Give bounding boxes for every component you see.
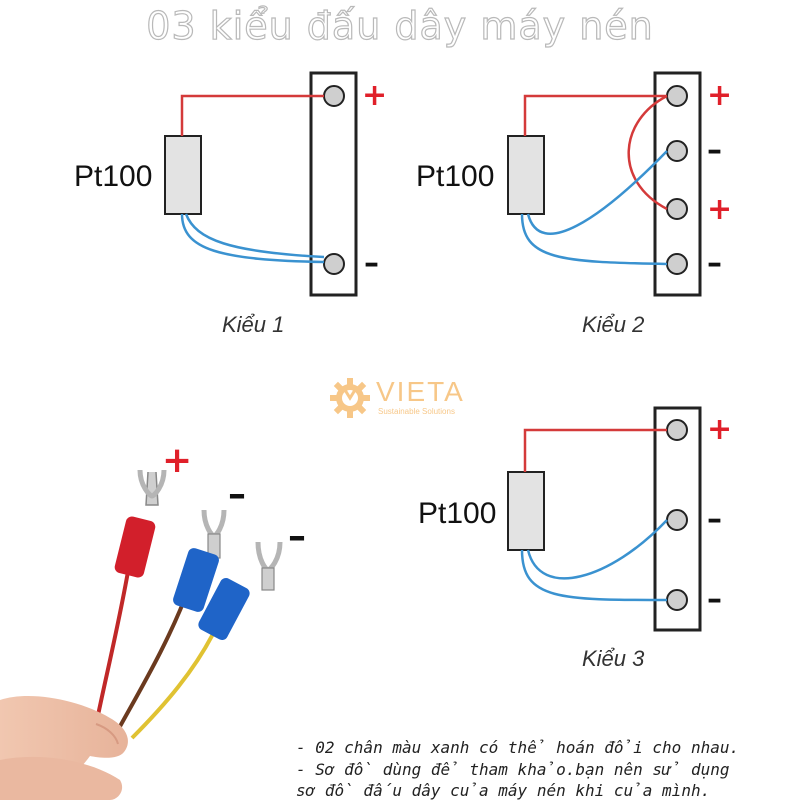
vieta-logo: VIETA Sustainable Solutions — [328, 376, 488, 422]
page-title: 03 kiểu đấu dây máy nén — [146, 3, 654, 48]
terminal — [666, 253, 688, 275]
plus-sign: + — [707, 78, 733, 113]
diagram-3 — [507, 406, 702, 632]
pt100-label: Pt100 — [416, 160, 495, 193]
brown-wire — [116, 584, 192, 731]
diagram-1-caption: Kiểu 1 — [222, 312, 285, 337]
diagram-2-caption: Kiểu 2 — [582, 312, 645, 337]
minus-sign: – — [707, 246, 722, 281]
diagram-2 — [507, 71, 702, 297]
terminal-block — [653, 71, 702, 297]
plus-sign: + — [707, 192, 733, 227]
terminal — [666, 589, 688, 611]
minus-sign: – — [707, 502, 722, 537]
blue-wire — [526, 150, 668, 235]
pt100-sensor — [507, 471, 545, 551]
red-wire — [523, 94, 667, 136]
note-line: - Sơ đồ dùng để tham khảo.bạn nên sử dụn… — [296, 760, 730, 779]
terminal — [666, 509, 688, 531]
gear-icon — [330, 378, 370, 418]
blue-wire — [526, 519, 668, 580]
pt100-sensor — [164, 135, 202, 215]
yellow-wire — [130, 629, 217, 740]
red-terminal — [114, 469, 167, 578]
note-line: - 02 chân màu xanh có thể hoán đổi cho n… — [296, 738, 740, 757]
terminal — [666, 198, 688, 220]
plus-sign: + — [707, 412, 733, 447]
terminal — [323, 85, 345, 107]
note-line: sơ đồ đấu dây của máy nén khi của mình. — [296, 781, 711, 800]
red-bridge-wire — [627, 94, 668, 211]
blue-wire — [184, 213, 325, 259]
blue-wire — [180, 213, 325, 264]
minus-sign: – — [707, 582, 722, 617]
red-wire — [94, 559, 132, 726]
minus-sign: – — [228, 474, 246, 515]
minus-sign: – — [707, 133, 722, 168]
terminal — [323, 253, 345, 275]
minus-sign: – — [288, 516, 306, 557]
terminal — [666, 419, 688, 441]
plus-sign: + — [362, 78, 388, 113]
terminal — [666, 140, 688, 162]
blue-terminal — [173, 509, 227, 612]
diagram-1 — [164, 71, 358, 297]
blue-wire — [520, 549, 668, 602]
pt100-label: Pt100 — [418, 497, 497, 530]
diagram-3-caption: Kiểu 3 — [582, 646, 645, 671]
plus-sign: + — [162, 440, 193, 481]
logo-tagline: Sustainable Solutions — [378, 407, 455, 416]
minus-sign: – — [364, 246, 379, 281]
terminal — [666, 85, 688, 107]
connector-photo — [0, 469, 283, 800]
red-wire — [523, 428, 667, 472]
pt100-label: Pt100 — [74, 160, 153, 193]
hand — [0, 696, 128, 800]
pt100-sensor — [507, 135, 545, 215]
logo-name: VIETA — [376, 376, 465, 407]
blue-terminal — [198, 541, 283, 641]
red-wire — [180, 94, 324, 136]
blue-wire — [520, 213, 668, 266]
